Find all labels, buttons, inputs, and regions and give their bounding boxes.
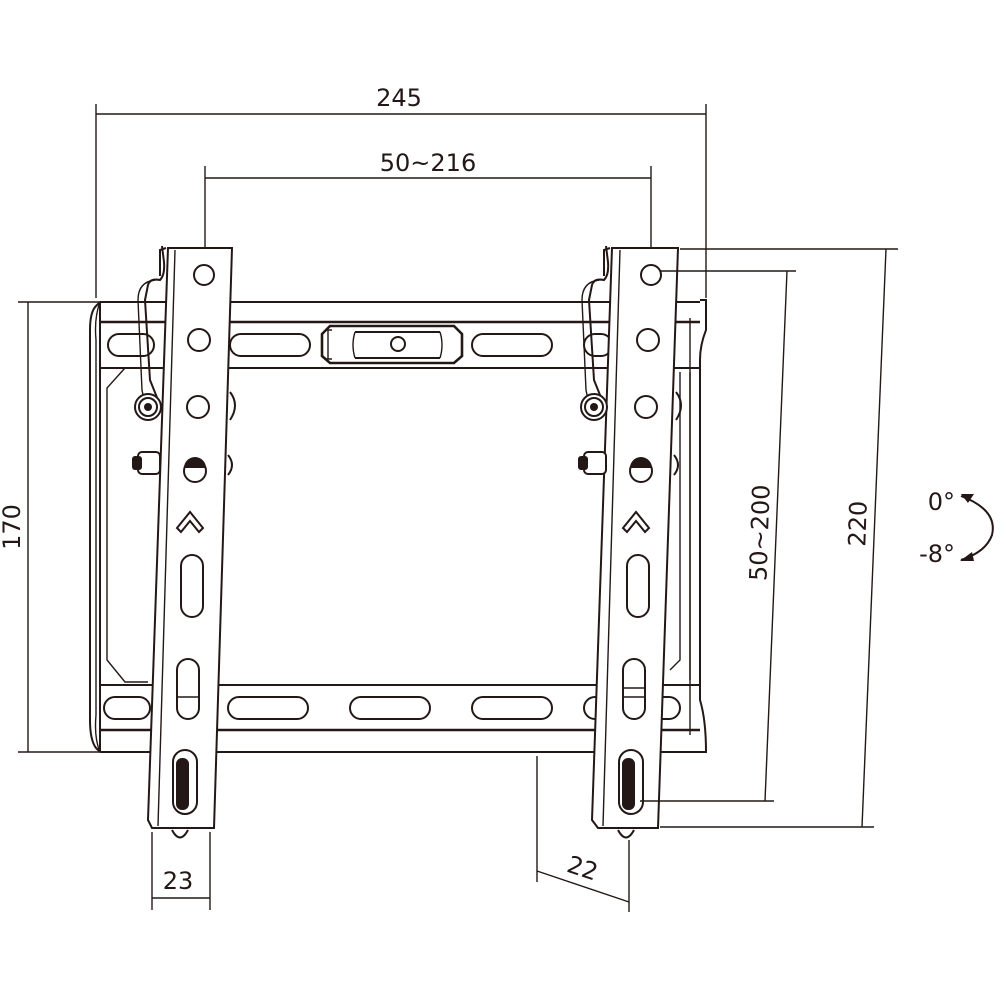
bolt-icon — [580, 393, 608, 421]
dim-label-vesa-horizontal: 50~216 — [380, 149, 476, 177]
dim-overall-height: 220 — [660, 248, 898, 828]
bolt-icon — [578, 451, 607, 475]
dim-arm-width: 23 — [151, 832, 211, 910]
dim-label-overall-width: 245 — [376, 84, 422, 112]
tilt-indicator: 0° -8° — [919, 488, 994, 568]
tilt-lower-label: -8° — [919, 540, 955, 568]
bottom-rail-slots — [103, 696, 681, 720]
dim-label-wall-depth: 22 — [564, 850, 602, 886]
dim-label-wall-plate-height: 170 — [0, 504, 26, 550]
tilt-arc-arrow-icon — [960, 495, 994, 561]
dim-vesa-horizontal: 50~216 — [204, 149, 652, 262]
dim-label-arm-width: 23 — [163, 867, 194, 895]
right-tv-arm — [578, 245, 682, 839]
dim-overall-width: 245 — [95, 84, 707, 298]
bubble-level-icon — [320, 324, 464, 365]
dim-label-overall-height: 220 — [843, 500, 873, 547]
tilt-upper-label: 0° — [928, 488, 955, 516]
bolt-icon — [134, 393, 162, 421]
left-tv-arm — [132, 245, 236, 839]
bolt-icon — [132, 451, 161, 475]
dim-wall-plate-height: 170 — [0, 301, 100, 753]
dim-label-vesa-vertical: 50~200 — [744, 484, 775, 581]
dim-vesa-vertical: 50~200 — [640, 270, 796, 802]
